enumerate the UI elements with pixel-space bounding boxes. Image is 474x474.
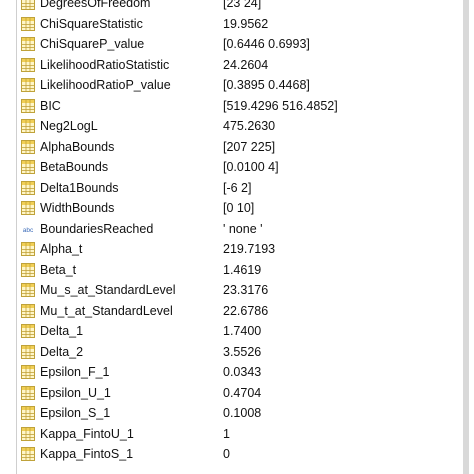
variable-name: BetaBounds — [40, 160, 109, 175]
numeric-array-icon — [21, 344, 35, 359]
numeric-array-icon — [21, 201, 35, 216]
numeric-array-icon — [21, 303, 35, 318]
numeric-array-icon — [21, 0, 35, 11]
variable-row[interactable]: Epsilon_U_1 0.4704 — [17, 383, 463, 404]
variable-value: [0 10] — [223, 201, 255, 216]
variable-row[interactable]: Delta_2 3.5526 — [17, 342, 463, 363]
numeric-array-icon — [21, 283, 35, 298]
variable-name: LikelihoodRatioStatistic — [40, 57, 170, 72]
numeric-array-icon — [21, 426, 35, 441]
variable-row[interactable]: LikelihoodRatioStatistic 24.2604 — [17, 55, 463, 76]
variable-name: Epsilon_U_1 — [40, 385, 111, 400]
variable-name: Kappa_FintoU_1 — [40, 426, 134, 441]
variable-name: Epsilon_F_1 — [40, 365, 110, 380]
numeric-array-icon — [21, 262, 35, 277]
variable-row[interactable]: AlphaBounds [207 225] — [17, 137, 463, 158]
variable-value: 0.1008 — [223, 406, 262, 421]
variable-name: Delta_1 — [40, 324, 84, 339]
variable-row[interactable]: DegreesOfFreedom [23 24] — [17, 0, 463, 14]
variable-value: 0.0343 — [223, 365, 262, 380]
variable-row[interactable]: Neg2LogL 475.2630 — [17, 116, 463, 137]
numeric-array-icon — [21, 78, 35, 93]
variable-name: Delta_2 — [40, 344, 84, 359]
variable-row[interactable]: Kappa_FintoU_1 1 — [17, 424, 463, 445]
variable-name: Epsilon_S_1 — [40, 406, 111, 421]
variable-row[interactable]: Epsilon_S_1 0.1008 — [17, 403, 463, 424]
numeric-array-icon — [21, 139, 35, 154]
variable-name: ChiSquareP_value — [40, 37, 145, 52]
string-abc-icon: abc — [23, 227, 34, 234]
numeric-array-icon — [21, 160, 35, 175]
numeric-array-icon — [21, 119, 35, 134]
variable-value: [-6 2] — [223, 180, 252, 195]
numeric-array-icon — [21, 57, 35, 72]
variable-value: 0 — [223, 447, 230, 462]
numeric-array-icon — [21, 406, 35, 421]
variable-value: [23 24] — [223, 0, 262, 11]
variable-name: DegreesOfFreedom — [40, 0, 151, 11]
variable-name: Alpha_t — [40, 242, 83, 257]
variable-value: 475.2630 — [223, 119, 276, 134]
variable-name: ChiSquareStatistic — [40, 16, 143, 31]
numeric-array-icon — [21, 16, 35, 31]
variable-name: Kappa_FintoS_1 — [40, 447, 134, 462]
variable-row[interactable]: BetaBounds [0.0100 4] — [17, 157, 463, 178]
variable-row[interactable]: Alpha_t 219.7193 — [17, 239, 463, 260]
variable-value: [207 225] — [223, 139, 276, 154]
variable-value: 23.3176 — [223, 283, 269, 298]
variable-value: 24.2604 — [223, 57, 269, 72]
variable-row[interactable]: LikelihoodRatioP_value [0.3895 0.4468] — [17, 75, 463, 96]
numeric-array-icon — [21, 324, 35, 339]
variable-name: AlphaBounds — [40, 139, 115, 154]
variable-value: 1.7400 — [223, 324, 262, 339]
variable-row[interactable]: WidthBounds [0 10] — [17, 198, 463, 219]
variable-name: WidthBounds — [40, 201, 115, 216]
variable-row[interactable]: Kappa_FintoS_1 0 — [17, 444, 463, 465]
variable-row[interactable]: Delta1Bounds [-6 2] — [17, 178, 463, 199]
variable-row[interactable]: ChiSquareP_value [0.6446 0.6993] — [17, 34, 463, 55]
numeric-array-icon — [21, 242, 35, 257]
numeric-array-icon — [21, 385, 35, 400]
numeric-array-icon — [21, 98, 35, 113]
variable-name: Mu_t_at_StandardLevel — [40, 303, 173, 318]
variable-name: Delta1Bounds — [40, 180, 119, 195]
numeric-array-icon — [21, 365, 35, 380]
variable-row[interactable]: Mu_t_at_StandardLevel 22.6786 — [17, 301, 463, 322]
variable-value: 3.5526 — [223, 344, 262, 359]
variable-value: [0.6446 0.6993] — [223, 37, 310, 52]
variable-row[interactable]: ChiSquareStatistic 19.9562 — [17, 14, 463, 35]
variable-row[interactable]: Epsilon_F_1 0.0343 — [17, 362, 463, 383]
variable-row[interactable]: Delta_1 1.7400 — [17, 321, 463, 342]
variable-name: Beta_t — [40, 262, 77, 277]
variable-value: ' none ' — [223, 221, 263, 236]
variable-name: BoundariesReached — [40, 221, 154, 236]
variable-name: BIC — [40, 98, 61, 113]
variable-value: 22.6786 — [223, 303, 269, 318]
variable-row[interactable]: Mu_s_at_StandardLevel 23.3176 — [17, 280, 463, 301]
variable-name: Mu_s_at_StandardLevel — [40, 283, 176, 298]
numeric-array-icon — [21, 447, 35, 462]
variable-value: 1 — [223, 426, 230, 441]
variable-row[interactable]: BIC [519.4296 516.4852] — [17, 96, 463, 117]
numeric-array-icon — [21, 180, 35, 195]
variable-row[interactable]: Beta_t 1.4619 — [17, 260, 463, 281]
variable-list: DegreesOfFreedom [23 24] ChiSquareStatisti… — [17, 0, 463, 465]
variable-value: 219.7193 — [223, 242, 276, 257]
variable-row[interactable]: abc BoundariesReached ' none ' — [17, 219, 463, 240]
abc-icon-label: abc — [23, 227, 34, 234]
numeric-array-icon — [21, 37, 35, 52]
variable-value: [0.0100 4] — [223, 160, 279, 175]
variable-name: LikelihoodRatioP_value — [40, 78, 171, 93]
variable-value: [519.4296 516.4852] — [223, 98, 338, 113]
variable-value: 1.4619 — [223, 262, 262, 277]
workspace-variable-panel: DegreesOfFreedom [23 24] ChiSquareStatisti… — [16, 0, 469, 474]
variable-value: 19.9562 — [223, 16, 269, 31]
variable-value: 0.4704 — [223, 385, 262, 400]
variable-value: [0.3895 0.4468] — [223, 78, 310, 93]
vertical-scrollbar[interactable] — [463, 0, 469, 474]
variable-name: Neg2LogL — [40, 119, 98, 134]
